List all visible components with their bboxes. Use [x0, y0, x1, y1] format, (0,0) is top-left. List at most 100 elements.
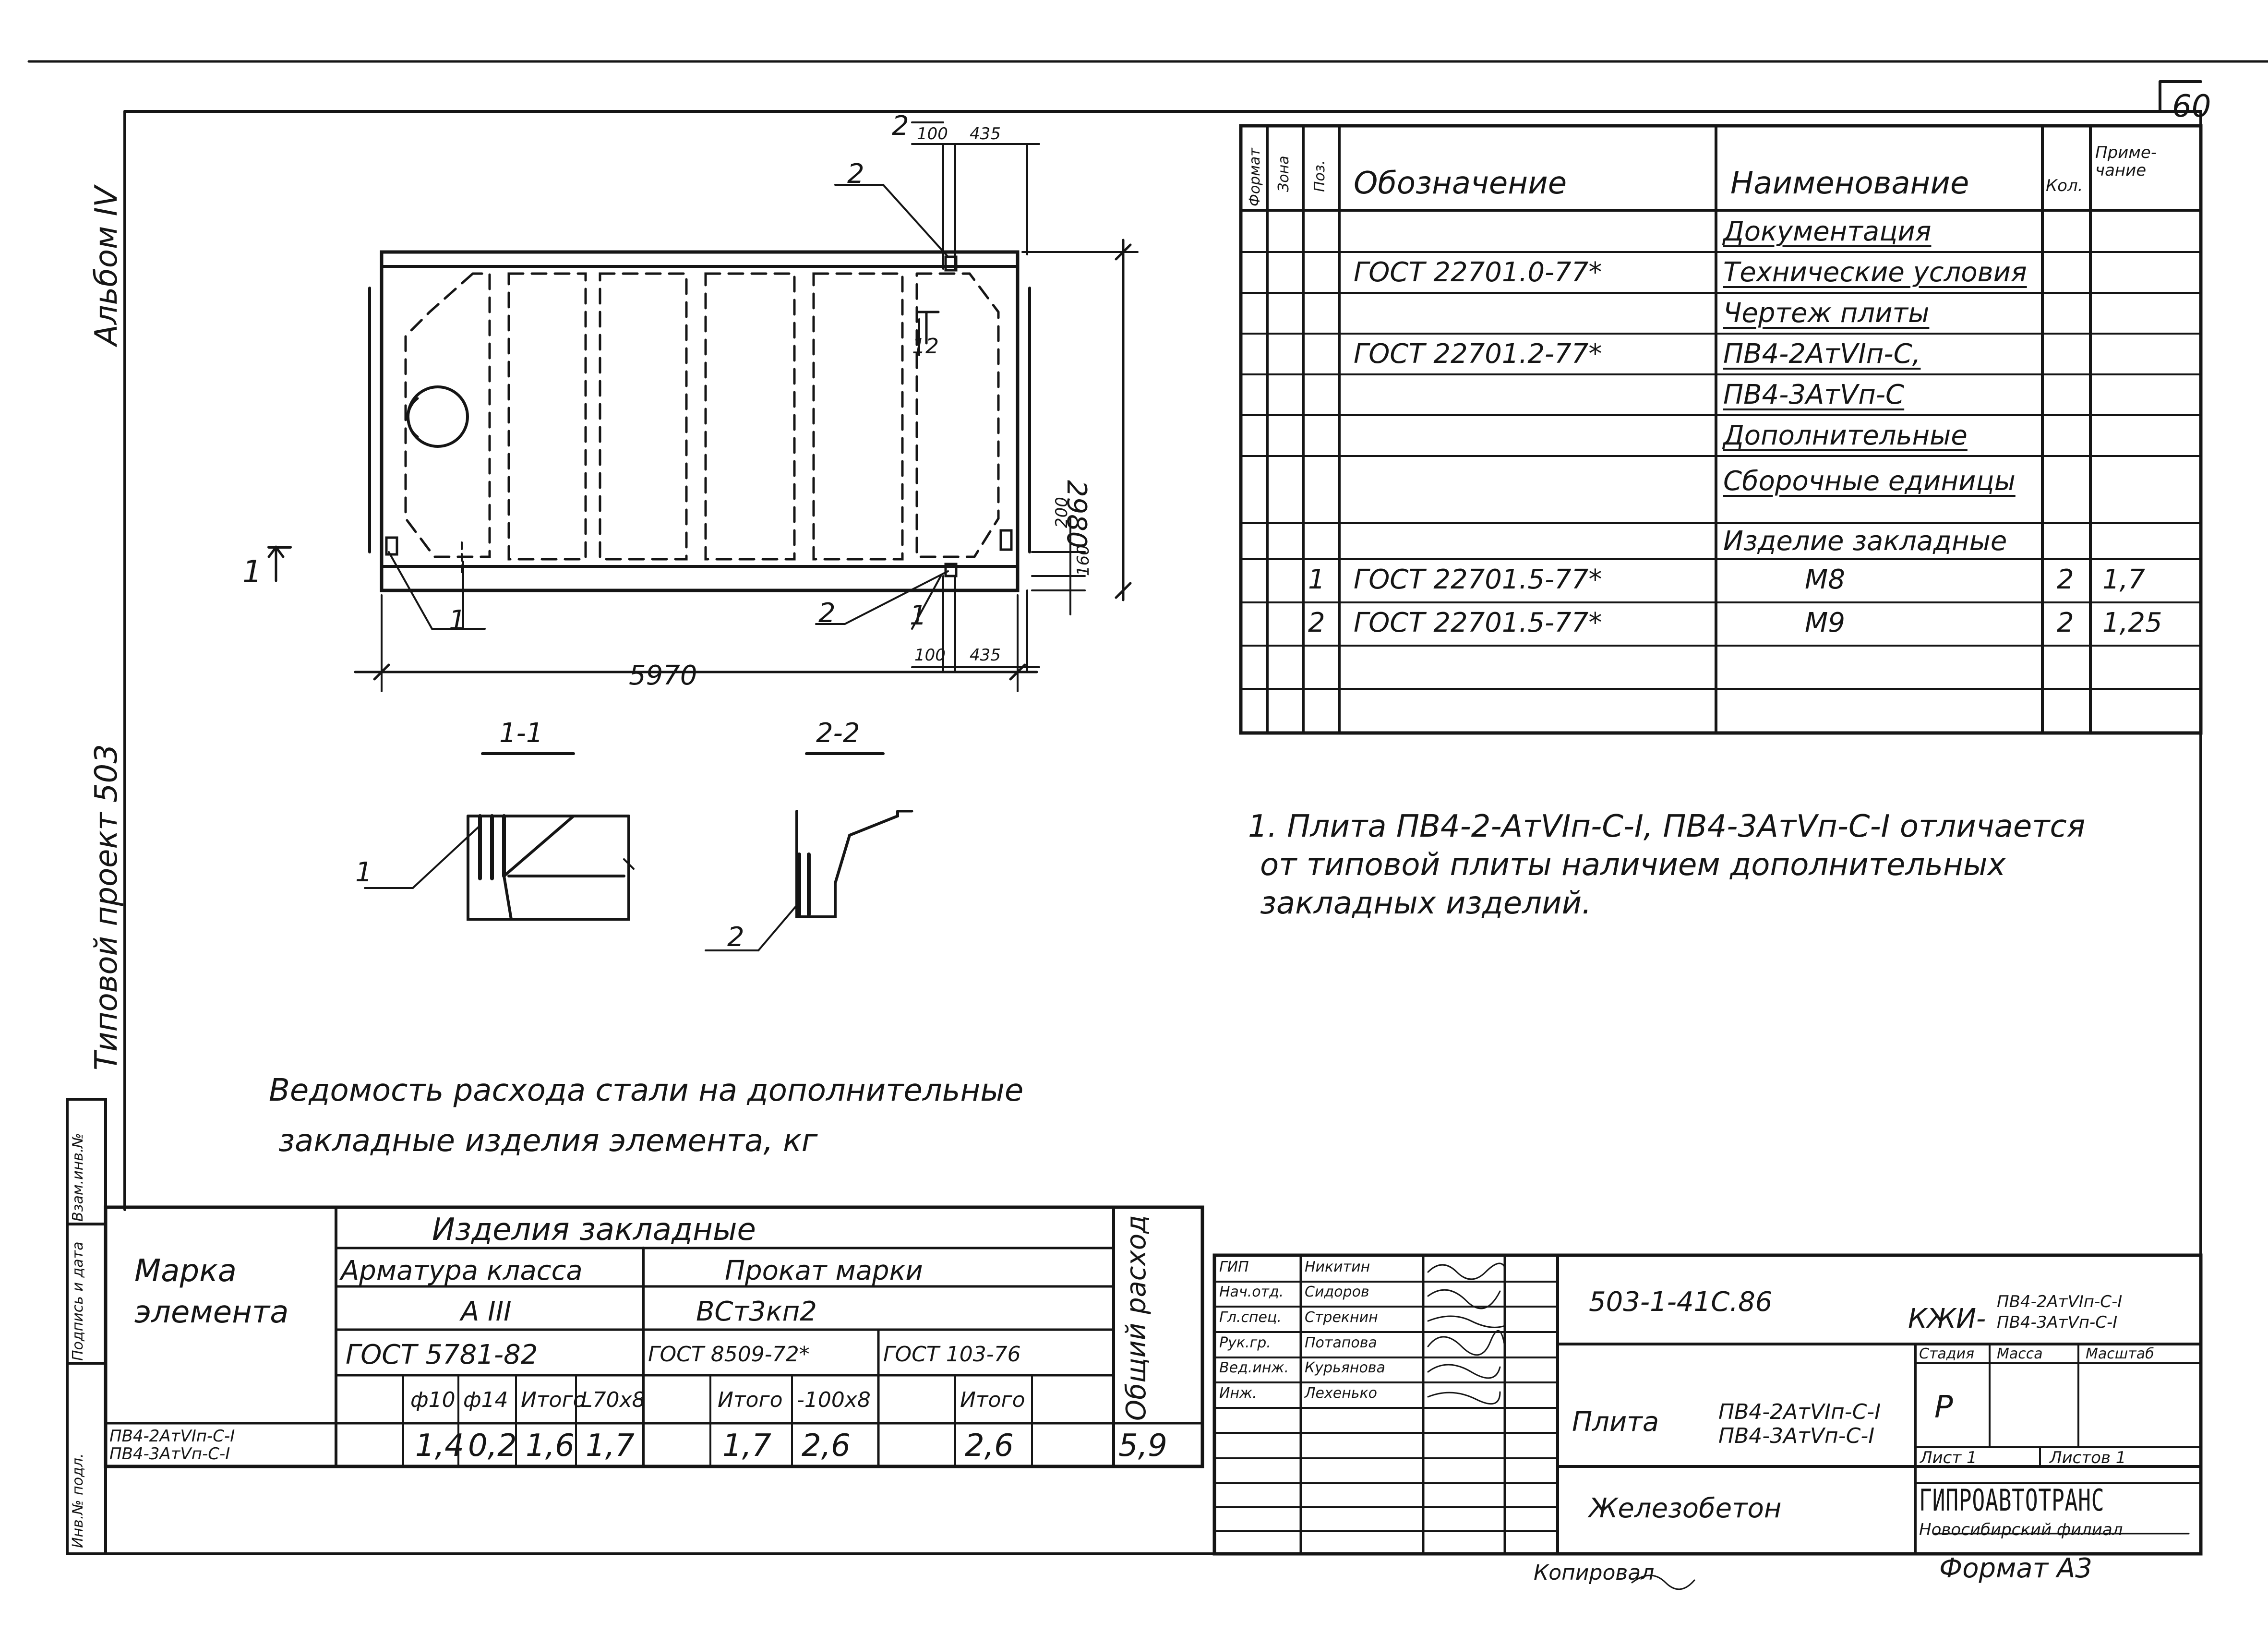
title-block-role: Рук.гр. — [1219, 1334, 1271, 1351]
format-label: Формат А3 — [1939, 1553, 2092, 1584]
steel-column-header: ф10 — [410, 1388, 456, 1412]
product-line-2: ПВ4-3АтVп-С-I — [1718, 1424, 1875, 1448]
scale-label: Масштаб — [2086, 1345, 2154, 1362]
steel-rolled-gost-2: ГОСТ 103-76 — [883, 1342, 1021, 1367]
doc-code-line-1: ПВ4-2АтVIп-С-I — [1997, 1292, 2123, 1311]
section-2-position: 2 — [727, 922, 744, 953]
stamp-signature-label: Подпись и дата — [70, 1241, 86, 1361]
stamp-replacement-label: Взам.инв.№ — [70, 1133, 86, 1222]
spec-cell-note: 1,7 — [2102, 564, 2146, 595]
steel-column-header: Итого — [521, 1388, 586, 1412]
steel-col-mark: Марка элемента — [134, 1253, 289, 1331]
stage-value: Р — [1934, 1390, 1953, 1425]
dim-160: 160 — [1074, 545, 1093, 576]
dim-bottom-b: 435 — [970, 646, 1001, 665]
steel-value-cell: 2,6 — [802, 1428, 851, 1464]
doc-code-line-2: ПВ4-3АтVп-С-I — [1997, 1313, 2118, 1332]
steel-total-value: 5,9 — [1118, 1428, 1167, 1464]
spec-header-zone: Зона — [1275, 156, 1292, 192]
steel-column-header: -100x8 — [797, 1388, 871, 1412]
section-1-position: 1 — [355, 857, 372, 888]
dim-length: 5970 — [629, 660, 697, 691]
spec-header-designation: Обозначение — [1354, 166, 1567, 201]
spec-cell-note: 1,25 — [2102, 607, 2162, 638]
spec-cell-name: Документация — [1723, 216, 1932, 247]
project-code: 503-1-41С.86 — [1589, 1286, 1773, 1318]
note-line-2: от типовой плиты наличием дополнительных — [1260, 847, 2006, 883]
title-block-name: Лехенько — [1305, 1385, 1377, 1402]
mass-label: Масса — [1997, 1345, 2043, 1362]
album-label: Альбом IV — [89, 186, 124, 346]
position-1-bottom-left: 1 — [449, 605, 466, 636]
sheets-label: Листов 1 — [2050, 1448, 2126, 1467]
note-line-3: закладных изделий. — [1260, 886, 1592, 921]
product-prefix: Плита — [1572, 1406, 1659, 1438]
title-block-role: Вед.инж. — [1219, 1359, 1289, 1376]
spec-cell-name: Сборочные единицы — [1723, 466, 2016, 497]
position-2-top: 2 — [847, 158, 864, 190]
title-block-name: Сидоров — [1305, 1284, 1369, 1300]
spec-cell-designation: ГОСТ 22701.5-77* — [1354, 607, 1602, 638]
product-line-1: ПВ4-2АтVIп-С-I — [1718, 1400, 1881, 1424]
steel-column-header: L70x8 — [581, 1388, 646, 1412]
steel-col-total: Общий расход — [1121, 1215, 1152, 1421]
title-block-name: Стрекнин — [1305, 1309, 1378, 1326]
steel-rebar-class: А III — [461, 1296, 512, 1327]
organization-name: ГИПРОАВТОТРАНС — [1919, 1483, 2105, 1518]
title-block-name: Потапова — [1305, 1334, 1377, 1351]
steel-column-header: Итого — [718, 1388, 783, 1412]
spec-header-format: Формат — [1247, 148, 1263, 206]
steel-value-cell: 1,4 — [415, 1428, 464, 1464]
dim-top-a: 100 — [917, 124, 948, 144]
spec-cell-qty: 2 — [2057, 564, 2074, 595]
cut-marker-1: 1 — [242, 554, 262, 590]
spec-cell-name: Дополнительные — [1723, 420, 1968, 451]
title-block-name: Никитин — [1305, 1259, 1370, 1275]
section-2-2-label: 2-2 — [816, 718, 860, 749]
spec-header-name: Наименование — [1730, 166, 1969, 201]
spec-header-note: Приме- чание — [2095, 143, 2157, 180]
steel-value-cell: 2,6 — [965, 1428, 1014, 1464]
dim-200: 200 — [1052, 497, 1071, 528]
stage-label: Стадия — [1919, 1345, 1975, 1362]
project-label: Типовой проект 503 — [89, 744, 124, 1070]
steel-table-title-line-1: Ведомость расхода стали на дополнительны… — [269, 1073, 1024, 1108]
steel-column-header: Итого — [960, 1388, 1025, 1412]
dim-bottom-a: 100 — [914, 646, 946, 665]
organization-branch: Новосибирский филиал — [1919, 1520, 2123, 1539]
steel-value-cell: 1,7 — [722, 1428, 771, 1464]
spec-cell-name: Чертеж плиты — [1723, 298, 1930, 329]
copied-label: Копировал — [1534, 1561, 1655, 1585]
title-block-role: Нач.отд. — [1219, 1284, 1284, 1300]
sheet-label: Лист 1 — [1920, 1448, 1977, 1467]
section-1-1-label: 1-1 — [499, 718, 543, 749]
title-block-role: ГИП — [1219, 1259, 1249, 1275]
title-block-role: Инж. — [1219, 1385, 1257, 1402]
steel-rebar-gost: ГОСТ 5781-82 — [346, 1339, 538, 1370]
spec-cell-position: 1 — [1308, 564, 1325, 595]
spec-cell-name: ПВ4-2АтVIп-С, — [1723, 338, 1921, 370]
steel-mark-line-2: ПВ4-3АтVп-С-I — [109, 1444, 230, 1464]
title-block-role: Гл.спец. — [1219, 1309, 1282, 1326]
spec-cell-name: Технические условия — [1723, 257, 2027, 288]
steel-group-header: Изделия закладные — [432, 1212, 756, 1248]
spec-cell-designation: ГОСТ 22701.0-77* — [1354, 257, 1602, 288]
spec-header-qty: Кол. — [2046, 176, 2083, 195]
steel-column-header: ф14 — [463, 1388, 508, 1412]
note-line-1: 1. Плита ПВ4-2-АтVIп-С-I, ПВ4-3АтVп-С-I … — [1248, 809, 2086, 844]
spec-cell-qty: 2 — [2057, 607, 2074, 638]
position-1-bottom-right: 1 — [910, 600, 927, 631]
steel-value-cell: 1,7 — [586, 1428, 635, 1464]
steel-value-cell: 1,6 — [526, 1428, 575, 1464]
steel-value-cell: 0,2 — [468, 1428, 517, 1464]
cut-marker-2: 2 — [892, 110, 909, 142]
spec-cell-name: М9 — [1805, 607, 1845, 638]
spec-cell-name: ПВ4-3АтVп-С — [1723, 379, 1905, 410]
title-block-name: Курьянова — [1305, 1359, 1385, 1376]
spec-cell-position: 2 — [1308, 607, 1325, 638]
steel-mark-line-1: ПВ4-2АтVIп-С-I — [109, 1427, 235, 1446]
spec-cell-name: М8 — [1805, 564, 1845, 595]
sheet-number: 60 — [2172, 89, 2211, 124]
